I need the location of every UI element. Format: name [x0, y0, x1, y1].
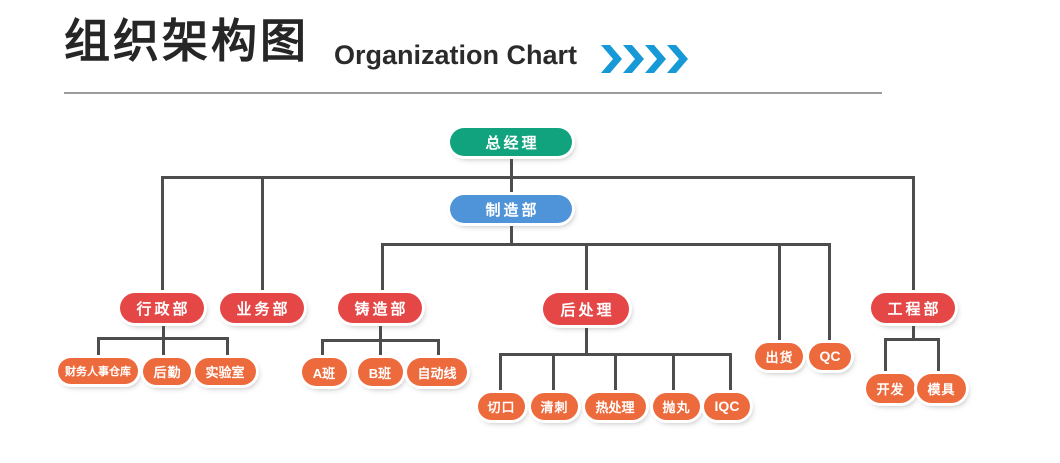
org-node-admin-dept: 行政部 — [120, 293, 204, 323]
org-node-cutting: 切口 — [477, 392, 525, 420]
connector-line — [613, 354, 617, 393]
header-divider — [64, 92, 882, 94]
connector-line — [936, 339, 940, 375]
org-node-post-processing-dept: 后处理 — [543, 293, 629, 325]
org-node-logistics: 后勤 — [143, 357, 191, 385]
org-node-engineering-dept: 工程部 — [871, 293, 955, 323]
connector-line — [883, 337, 940, 341]
org-node-manufacturing-dept: 制造部 — [450, 195, 572, 223]
org-node-laboratory: 实验室 — [194, 357, 256, 385]
connector-line — [498, 354, 502, 393]
org-node-shipping: 出货 — [755, 342, 803, 370]
connector-line — [883, 339, 887, 375]
connector-line — [96, 336, 229, 340]
connector-line — [380, 242, 831, 246]
org-node-class-b: B班 — [357, 358, 403, 386]
connector-line — [671, 354, 675, 393]
connector-line — [551, 354, 555, 393]
chevrons-icon — [601, 45, 701, 73]
connector-line — [260, 177, 264, 294]
connector-line — [96, 338, 100, 359]
connector-line — [436, 340, 440, 359]
org-node-development: 开发 — [865, 373, 915, 403]
connector-line — [584, 244, 588, 294]
connector-line — [777, 244, 781, 344]
page-title-chinese: 组织架构图 — [64, 15, 309, 67]
org-node-finance-hr-warehouse: 财务人事仓库 — [58, 358, 138, 384]
org-node-mold: 模具 — [916, 373, 966, 403]
org-node-shot-blasting: 抛丸 — [652, 392, 700, 420]
connector-line — [911, 322, 915, 340]
org-node-general-manager: 总经理 — [450, 128, 572, 156]
org-node-iqc: IQC — [704, 392, 750, 420]
connector-line — [160, 175, 915, 179]
org-node-casting-dept: 铸造部 — [338, 293, 422, 323]
connector-line — [320, 338, 440, 342]
connector-line — [161, 322, 165, 359]
connector-line — [728, 354, 732, 393]
org-node-auto-line: 自动线 — [407, 358, 467, 386]
connector-line — [827, 244, 831, 344]
page-title-english: Organization Chart — [334, 40, 578, 70]
org-node-qc: QC — [809, 342, 851, 370]
org-node-deburring: 清刺 — [530, 392, 578, 420]
connector-line — [509, 222, 513, 246]
connector-line — [320, 340, 324, 359]
org-node-heat-treatment: 热处理 — [584, 392, 646, 420]
org-node-business-dept: 业务部 — [220, 293, 304, 323]
connector-line — [380, 244, 384, 294]
connector-line — [225, 338, 229, 359]
connector-line — [160, 177, 164, 294]
connector-line — [584, 324, 588, 356]
org-node-class-a: A班 — [301, 358, 347, 386]
page-header: 组织架构图 Organization Chart — [0, 0, 1060, 110]
connector-line — [911, 177, 915, 294]
